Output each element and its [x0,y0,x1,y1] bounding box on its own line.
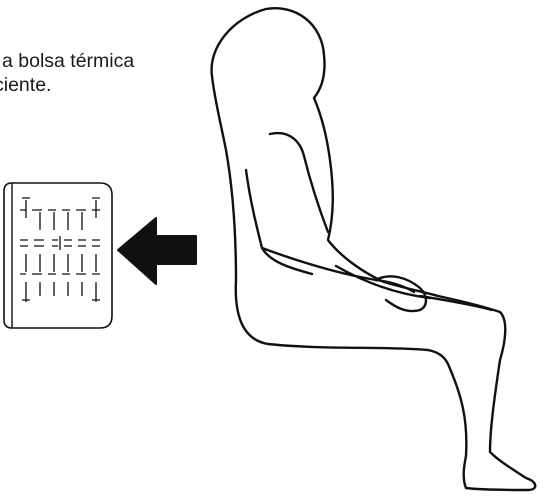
instruction-line-1: a bolsa térmica [2,50,135,72]
thermal-bag-icon [3,182,113,329]
instruction-text: a bolsa térmica ciente. [0,49,200,97]
instruction-line-2: ciente. [0,74,52,96]
arrow-left-icon [117,217,197,285]
seated-person-figure [210,7,537,492]
